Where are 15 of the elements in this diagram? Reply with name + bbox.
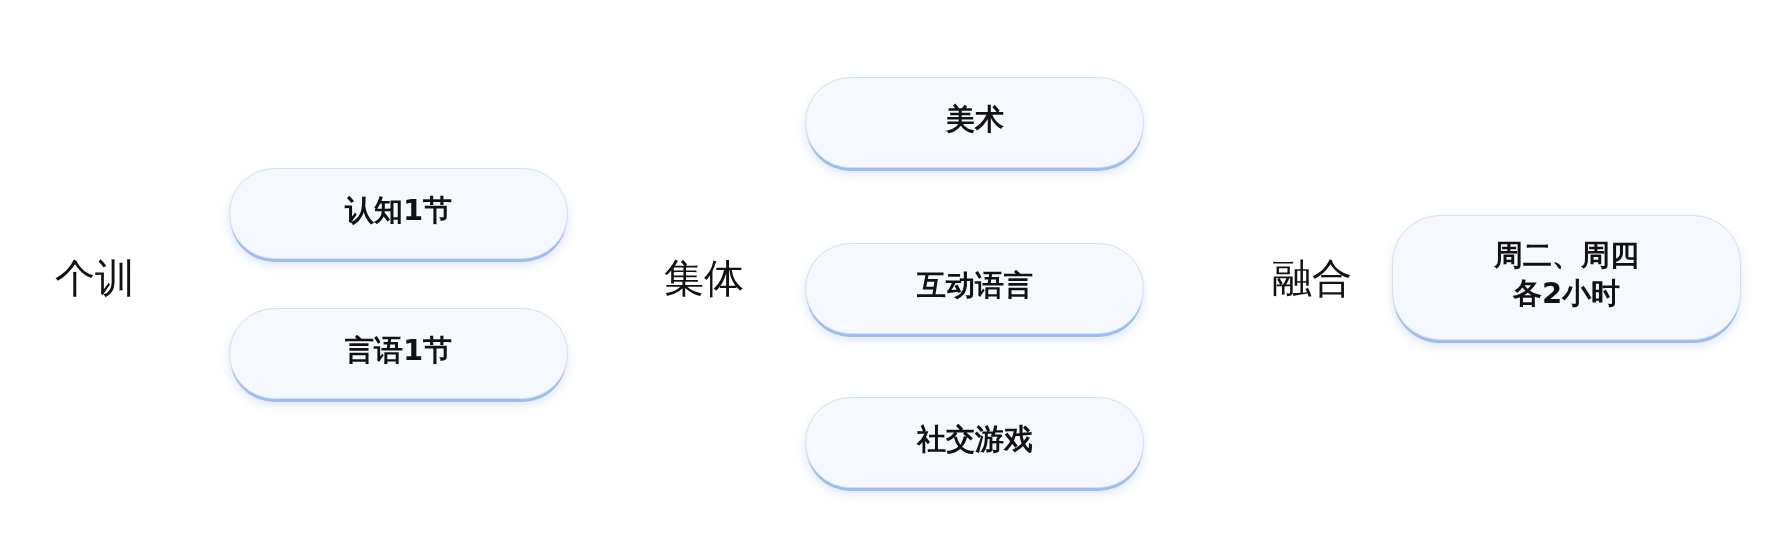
pill-box <box>805 397 1144 488</box>
pill-box <box>805 243 1144 334</box>
group-heading: 集体 <box>664 253 744 303</box>
pill-box <box>1392 215 1741 340</box>
pill-box <box>229 168 568 259</box>
box-text: 言语1节 <box>344 331 453 369</box>
box-text: 互动语言 <box>916 266 1033 304</box>
box-text: 周二、周四各2小时 <box>1493 236 1640 312</box>
pill-box <box>805 77 1144 168</box>
pill-box <box>229 308 568 399</box>
box-text: 美术 <box>945 100 1004 138</box>
box-text: 社交游戏 <box>916 420 1033 458</box>
group-heading: 融合 <box>1272 253 1352 303</box>
box-text: 认知1节 <box>344 191 453 229</box>
group-heading: 个训 <box>55 253 135 303</box>
